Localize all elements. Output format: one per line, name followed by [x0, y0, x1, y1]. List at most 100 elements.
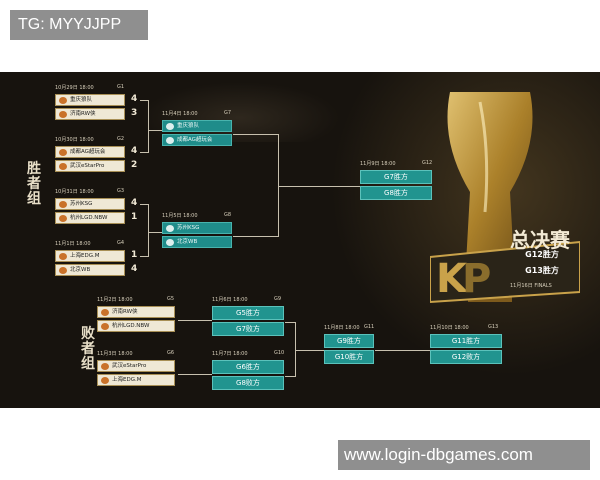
match-date: 10月30日 18:00 — [55, 137, 94, 143]
background-mountain — [140, 82, 340, 142]
team-score: 4 — [131, 264, 138, 274]
team-row: 重庆狼队 — [55, 94, 125, 106]
bracket-connector — [178, 374, 212, 375]
match-date: 11月4日 18:00 — [162, 111, 198, 117]
bracket-connector — [148, 100, 149, 153]
bracket-connector — [140, 100, 148, 101]
bracket-slot: G9胜方 — [324, 334, 374, 348]
bracket-connector — [233, 134, 278, 135]
team-score: 4 — [131, 198, 138, 208]
bracket-connector — [148, 204, 149, 257]
team-logo-icon — [59, 267, 67, 274]
losers-bracket-label: 败者组 — [81, 326, 95, 372]
match-date: 11月8日 18:00 — [324, 325, 360, 331]
match-code: G13 — [488, 324, 499, 330]
winners-bracket-label: 胜者组 — [27, 161, 41, 207]
match-code: G1 — [117, 84, 125, 90]
match-code: G9 — [274, 296, 282, 302]
match-code: G10 — [274, 350, 285, 356]
team-logo-icon — [59, 253, 67, 260]
team-score: 3 — [131, 108, 138, 118]
svg-text:K: K — [436, 256, 469, 302]
bracket-connector — [148, 130, 162, 131]
bracket-connector — [140, 152, 148, 153]
team-logo-icon — [59, 201, 67, 208]
grand-final-slot: G12胜方 — [525, 250, 559, 259]
team-score: 4 — [131, 146, 138, 156]
match-code: G8 — [224, 212, 232, 218]
bracket-slot: G6胜方 — [212, 360, 284, 374]
bracket-connector — [278, 186, 360, 187]
bracket-slot: G7胜方 — [360, 170, 432, 184]
bracket-connector — [140, 204, 148, 205]
match-code: G4 — [117, 240, 125, 246]
match-date: 11月10日 18:00 — [430, 325, 469, 331]
bracket-slot: G10胜方 — [324, 350, 374, 364]
match-date: 11月1日 18:00 — [55, 241, 91, 247]
bracket-connector — [233, 236, 278, 237]
match-code: G5 — [167, 296, 175, 302]
team-row: 上海EDG.M — [97, 374, 175, 386]
team-row: 成都AG超玩会 — [55, 146, 125, 158]
bracket-connector — [375, 350, 430, 351]
team-row: 成都AG超玩会 — [162, 134, 232, 146]
bracket-slot: G7败方 — [212, 322, 284, 336]
team-row: 上海EDG.M — [55, 250, 125, 262]
bracket-connector — [295, 350, 324, 351]
team-score: 4 — [131, 94, 138, 104]
svg-text:总决赛: 总决赛 — [510, 228, 571, 252]
team-logo-icon — [101, 309, 109, 316]
team-logo-icon — [101, 363, 109, 370]
team-logo-icon — [59, 97, 67, 104]
watermark-top: TG: MYYJJPP — [10, 10, 148, 40]
bracket-connector — [278, 134, 279, 237]
match-date: 10月29日 18:00 — [55, 85, 94, 91]
team-logo-icon — [59, 149, 67, 156]
bracket-panel: K P 总决赛 胜者组 败者组 10月29日 18:00 G1 重庆狼队 4 济… — [0, 72, 600, 408]
team-row: 苏州KSG — [55, 198, 125, 210]
team-logo-icon — [166, 123, 174, 130]
team-row: 武汉eStarPro — [97, 360, 175, 372]
match-date: 11月9日 18:00 — [360, 161, 396, 167]
team-row: 济南RW侠 — [97, 306, 175, 318]
match-code: G6 — [167, 350, 175, 356]
team-row: 杭州LGD.NBW — [97, 320, 175, 332]
team-logo-icon — [101, 323, 109, 330]
match-code: G2 — [117, 136, 125, 142]
team-logo-icon — [166, 225, 174, 232]
watermark-bottom: www.login-dbgames.com — [338, 440, 590, 470]
team-logo-icon — [59, 111, 67, 118]
match-date: 11月7日 18:00 — [212, 351, 248, 357]
team-score: 1 — [131, 250, 138, 260]
team-logo-icon — [59, 215, 67, 222]
team-row: 北京WB — [55, 264, 125, 276]
match-code: G12 — [422, 160, 433, 166]
team-row: 武汉eStarPro — [55, 160, 125, 172]
team-row: 北京WB — [162, 236, 232, 248]
bracket-slot: G12败方 — [430, 350, 502, 364]
bracket-connector — [140, 256, 148, 257]
team-score: 2 — [131, 160, 138, 170]
bracket-slot: G11胜方 — [430, 334, 502, 348]
match-code: G7 — [224, 110, 232, 116]
match-date: 11月6日 18:00 — [212, 297, 248, 303]
finals-banner: K P 总决赛 — [430, 228, 580, 304]
team-logo-icon — [166, 239, 174, 246]
match-code: G11 — [364, 324, 375, 330]
team-logo-icon — [101, 377, 109, 384]
finals-date: 11月16日 FINALS — [510, 283, 552, 289]
match-date: 11月5日 18:00 — [162, 213, 198, 219]
bracket-connector — [285, 322, 295, 323]
bracket-connector — [295, 322, 296, 377]
team-logo-icon — [59, 163, 67, 170]
match-date: 11月3日 18:00 — [97, 351, 133, 357]
team-row: 重庆狼队 — [162, 120, 232, 132]
team-row: 济南RW侠 — [55, 108, 125, 120]
match-date: 10月31日 18:00 — [55, 189, 94, 195]
bracket-connector — [285, 376, 295, 377]
bracket-slot: G8胜方 — [360, 186, 432, 200]
svg-text:P: P — [462, 256, 491, 302]
match-code: G3 — [117, 188, 125, 194]
grand-final-slot: G13胜方 — [525, 266, 559, 275]
team-logo-icon — [166, 137, 174, 144]
